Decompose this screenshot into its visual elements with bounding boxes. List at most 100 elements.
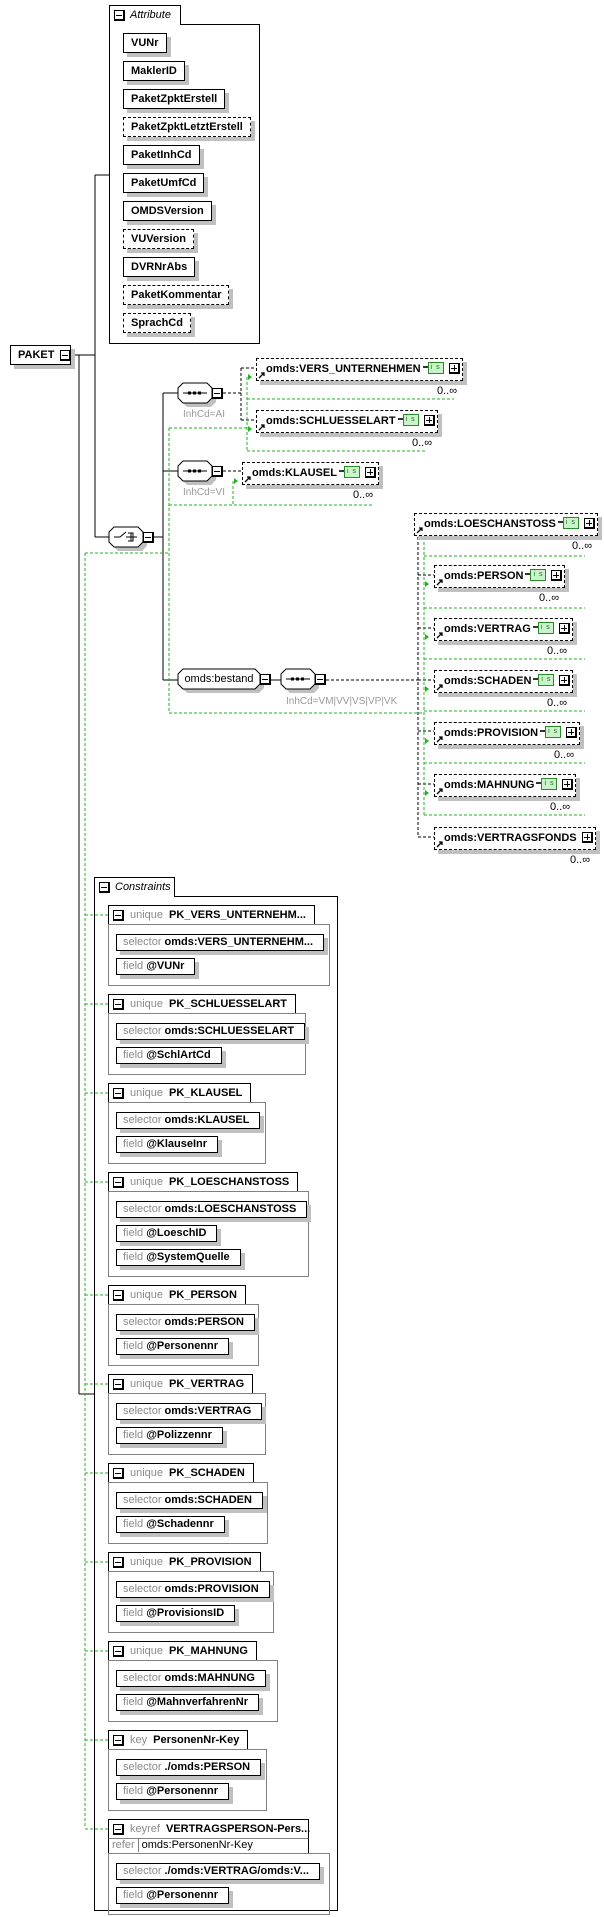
element-expand-button[interactable] [581, 831, 593, 843]
constraint-field[interactable]: field@ProvisionsID [116, 1605, 236, 1622]
element-expand-button[interactable] [364, 466, 376, 478]
element-name: omds:KLAUSEL [252, 467, 337, 479]
bestand-collapse-button[interactable] [260, 674, 271, 685]
constraint-field[interactable]: field@LoeschID [116, 1225, 218, 1242]
attribute-paketzpkterstell[interactable]: PaketZpktErstell [123, 89, 226, 109]
constraint-collapse-button[interactable] [113, 1088, 124, 1099]
constraint-collapse-button[interactable] [113, 1379, 124, 1390]
root-collapse-button[interactable] [60, 350, 72, 361]
field-value: @KlauseInr [146, 1138, 208, 1150]
constraint-kind: unique [130, 1378, 164, 1390]
element-expand-button[interactable] [558, 622, 570, 634]
element-expand-button[interactable] [566, 726, 578, 738]
constraint-field[interactable]: field@Schadennr [116, 1516, 225, 1533]
attribute-omdsversion[interactable]: OMDSVersion [123, 201, 212, 221]
element-expand-button[interactable] [562, 778, 574, 790]
constraint-field[interactable]: field@SchlArtCd [116, 1047, 222, 1064]
constraint-body [108, 1571, 274, 1633]
element-expand-button[interactable] [551, 569, 563, 581]
element-expand-button[interactable] [448, 362, 460, 374]
attribute-sprachcd[interactable]: SprachCd [123, 313, 191, 333]
identity-arrow-icon [425, 738, 429, 744]
constraint-collapse-button[interactable] [113, 1735, 124, 1746]
constraints-collapse-button[interactable] [99, 882, 110, 893]
constraint-collapse-button[interactable] [113, 910, 124, 921]
cardinality: 0..∞ [547, 645, 568, 657]
constraint-collapse-button[interactable] [113, 999, 124, 1010]
constraint-collapse-button[interactable] [113, 1468, 124, 1479]
constraint-collapse-button[interactable] [113, 1824, 124, 1835]
constraint-field[interactable]: field@KlauseInr [116, 1136, 219, 1153]
choice-icon [114, 531, 137, 542]
sequence-collapse-button[interactable] [315, 674, 326, 685]
attribute-dvrnrabs[interactable]: DVRNrAbs [123, 257, 196, 277]
element-expand-button[interactable] [559, 674, 571, 686]
element-expand-button[interactable] [423, 414, 435, 426]
constraint-collapse-button[interactable] [113, 1290, 124, 1301]
sequence-collapse-button[interactable] [212, 466, 223, 477]
constraint-field[interactable]: field@Polizzennr [116, 1427, 223, 1444]
constraint-collapse-button[interactable] [113, 1557, 124, 1568]
choice-collapse-button[interactable] [143, 532, 154, 543]
constraint-collapse-button[interactable] [113, 1646, 124, 1657]
constraint-field[interactable]: field@MahnverfahrenNr [116, 1694, 259, 1711]
sequence-collapse-button[interactable] [212, 388, 223, 399]
attributes-header[interactable]: Attribute [109, 5, 181, 25]
element-omds-bestand[interactable] [177, 668, 261, 690]
constraints-header[interactable]: Constraints [94, 877, 175, 897]
refer-label: refer [109, 1839, 139, 1852]
attribute-paketumfcd[interactable]: PaketUmfCd [123, 173, 205, 193]
element-expand-button[interactable] [583, 517, 595, 529]
attribute-paketkommentar[interactable]: PaketKommentar [123, 285, 230, 305]
element-vertragsfonds[interactable]: omds:VERTRAGSFONDS [434, 827, 596, 850]
attribute-paketzpktletzterstell[interactable]: PaketZpktLetztErstell [123, 117, 251, 137]
selector-label: selector [123, 1761, 162, 1773]
constraint-collapse-button[interactable] [113, 1177, 124, 1188]
attribute-maklerid[interactable]: MaklerID [123, 61, 185, 81]
attribute-vunr[interactable]: VUNr [123, 33, 167, 53]
attribute-paketinhcd[interactable]: PaketInhCd [123, 145, 200, 165]
constraint-selector[interactable]: selector./omds:VERTRAG/omds:V... [116, 1863, 320, 1880]
constraint-selector[interactable]: selector./omds:PERSON [116, 1759, 262, 1776]
reference-arrow-icon [416, 527, 423, 534]
field-value: @Polizzennr [146, 1429, 212, 1441]
attributes-collapse-button[interactable] [114, 10, 125, 21]
constraint-field[interactable]: field@Personennr [116, 1338, 230, 1355]
constraint-field[interactable]: field@VUNr [116, 958, 196, 975]
constraint-field[interactable]: field@SystemQuelle [116, 1249, 241, 1266]
constraint-field[interactable]: field@Personennr [116, 1783, 230, 1800]
constraint-field[interactable]: field@Personennr [116, 1887, 230, 1904]
attribute-vuversion[interactable]: VUVersion [123, 229, 195, 249]
root-element-paket[interactable]: PAKET [10, 345, 72, 365]
element-omds-bestand-label[interactable]: omds:bestand [184, 673, 254, 685]
